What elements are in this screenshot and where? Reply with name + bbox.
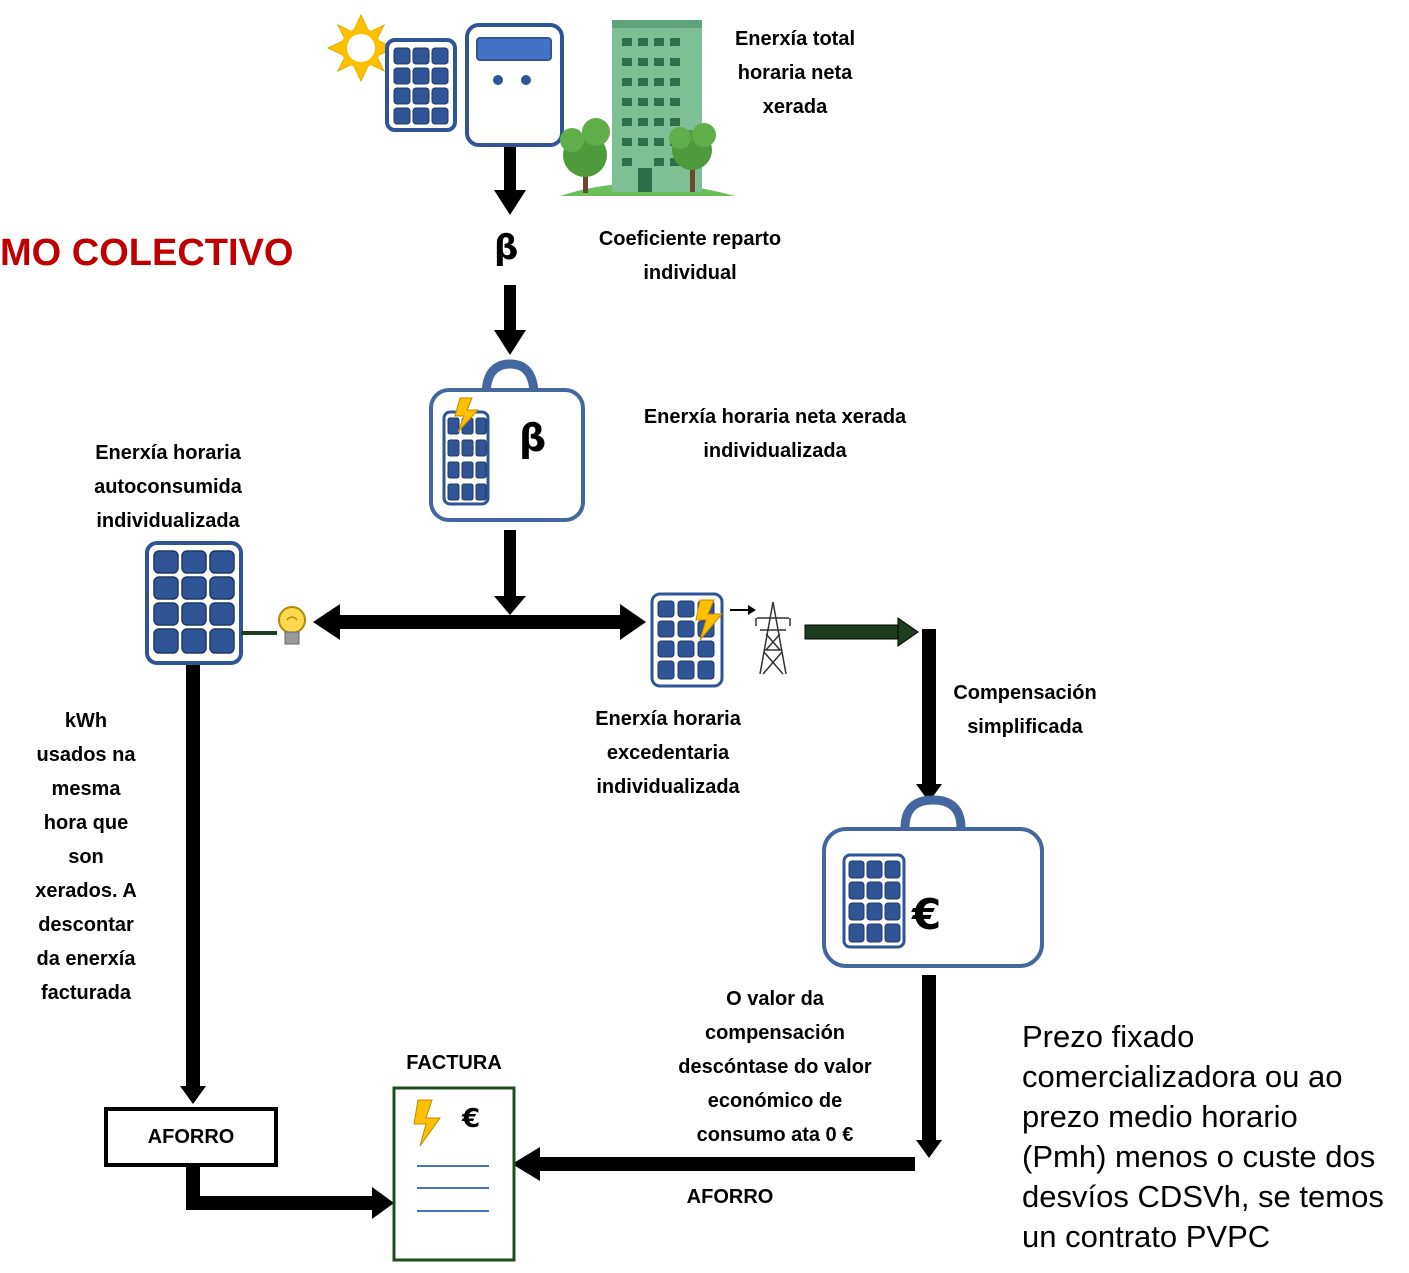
invoice-icon xyxy=(392,1086,516,1262)
page-title: MO COLECTIVO xyxy=(0,232,294,274)
arrow-bag-to-split xyxy=(494,530,526,615)
lightning-icon xyxy=(454,397,480,433)
beta-symbol-bag: β xyxy=(519,416,547,460)
arrow-to-euro-bag xyxy=(916,629,942,802)
euro-symbol-invoice: € xyxy=(462,1104,481,1134)
bulb-icon xyxy=(278,606,306,645)
arrow-aforro-to-invoice xyxy=(186,1167,394,1219)
euro-symbol-bag: € xyxy=(912,890,942,939)
lightning-icon xyxy=(413,1099,441,1147)
beta-symbol: β xyxy=(494,228,519,268)
label-compensation: Compensación simplificada xyxy=(953,682,1097,738)
pylon-icon xyxy=(755,601,791,675)
label-coefficient: Coeficiente reparto individual xyxy=(598,228,782,284)
grid-arrow xyxy=(804,617,919,647)
label-surplus: Enerxía horaria excedentaria individuali… xyxy=(595,708,741,798)
arrow-beta-to-bag xyxy=(494,285,526,355)
link-line xyxy=(241,631,277,635)
solar-panel-icon xyxy=(650,592,724,688)
small-arrow xyxy=(730,605,756,615)
label-individual-generated: Enerxía horaria neta xerada individualiz… xyxy=(643,406,907,462)
arrow-panel-to-aforro xyxy=(180,665,206,1104)
price-note: Prezo fixado comercializadora ou ao prez… xyxy=(1022,1019,1384,1254)
arrow-to-invoice xyxy=(512,1147,915,1181)
bag-icon xyxy=(429,359,585,522)
lightning-icon xyxy=(695,599,724,641)
building-icon xyxy=(560,20,735,196)
solar-panel-icon xyxy=(145,541,243,665)
label-compensation-value: O valor da compensación descóntase do va… xyxy=(678,988,872,1146)
aforro-box: AFORRO xyxy=(104,1107,278,1167)
bag-icon xyxy=(822,795,1044,968)
sun-icon xyxy=(326,13,396,83)
meter-icon xyxy=(465,23,564,147)
label-self-consumed: Enerxía horaria autoconsumida individual… xyxy=(94,442,242,532)
arrow-meter-to-beta xyxy=(494,147,526,215)
solar-panel-icon xyxy=(385,38,457,132)
label-aforro-bottom: AFORRO xyxy=(686,1186,774,1208)
label-total-generated: Enerxía total horaria neta xerada xyxy=(734,28,856,118)
label-kwh-used: kWh usados na mesma hora que son xerados… xyxy=(35,710,137,1004)
double-arrow xyxy=(313,604,646,640)
arrow-euro-bag-down xyxy=(916,975,942,1158)
label-factura: FACTURA xyxy=(406,1052,502,1074)
